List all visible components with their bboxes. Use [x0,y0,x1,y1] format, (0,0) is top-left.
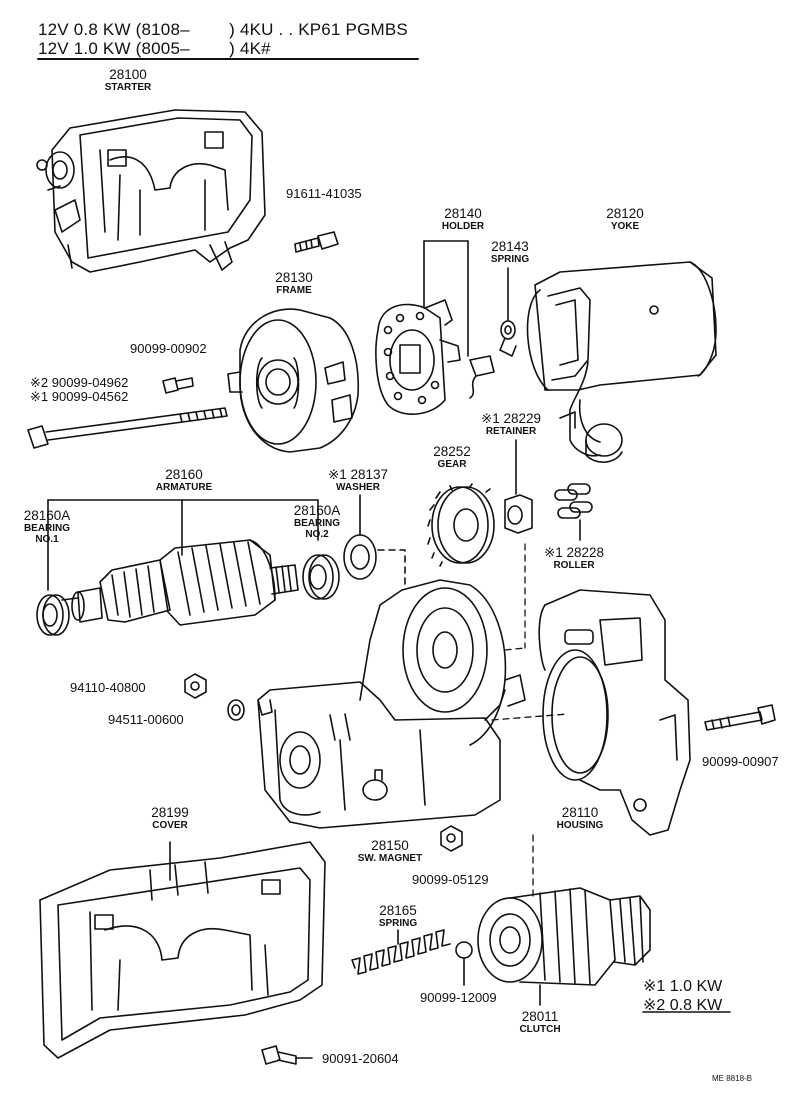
label-frame[interactable]: 28130 FRAME [275,270,313,296]
through-bolt-drawing [28,408,227,448]
clutch-drawing [478,888,650,1005]
bolt-90099-00907-drawing [705,705,775,730]
ball-drawing [456,942,472,985]
label-90099-04962[interactable]: ※2 90099-04962 [30,375,129,390]
drawing-code: ME 8818-B [712,1074,753,1083]
label-starter[interactable]: 28100 STARTER [104,67,152,93]
label-90099-00907[interactable]: 90099-00907 [702,754,779,769]
cover-drawing [40,842,325,1058]
label-bearing-no2[interactable]: 28160A BEARING NO.2 [293,503,341,540]
label-90099-12009[interactable]: 90099-12009 [420,990,497,1005]
header-line-1: 12V 0.8 KW (8108– ) 4KU . . KP61 PGMBS [38,20,408,39]
legend-item-2: ※2 0.8 KW [643,997,723,1014]
spring-28165-drawing [352,930,450,974]
label-spring-28165[interactable]: 28165 SPRING [378,903,418,929]
gear-drawing [428,484,494,566]
label-90091-20604[interactable]: 90091-20604 [322,1051,399,1066]
nut-90099-05129-drawing [441,826,462,851]
washer-94511-drawing [228,700,244,720]
label-cover[interactable]: 28199 COVER [151,805,189,831]
label-bearing-no1[interactable]: 28160A BEARING NO.1 [23,508,71,545]
screw-90099-00902-drawing [163,378,193,393]
bolt-91611-drawing [295,232,338,252]
label-retainer[interactable]: ※1 28229 RETAINER [480,411,542,437]
washer-28137-drawing [344,495,405,585]
label-90099-00902[interactable]: 90099-00902 [130,341,207,356]
holder-drawing [376,241,494,414]
label-roller[interactable]: ※1 28228 ROLLER [543,545,605,571]
label-yoke[interactable]: 28120 YOKE [606,206,644,232]
label-clutch[interactable]: 28011 CLUTCH [519,1009,561,1035]
label-spring-28143[interactable]: 28143 SPRING [490,239,530,265]
label-gear[interactable]: 28252 GEAR [433,444,471,470]
spring-28143-drawing [500,268,516,356]
label-90099-05129[interactable]: 90099-05129 [412,872,489,887]
frame-drawing [228,309,358,452]
yoke-drawing [528,262,716,462]
label-90099-04562[interactable]: ※1 90099-04562 [30,389,129,404]
bearing-no1-drawing [37,595,69,635]
bearing-no2-drawing [303,555,339,599]
retainer-drawing [505,440,532,533]
label-armature[interactable]: 28160 ARMATURE [155,467,213,493]
starter-drawing [37,110,265,272]
armature-drawing [48,500,318,625]
screw-90091-drawing [262,1046,312,1064]
label-washer-28137[interactable]: ※1 28137 WASHER [327,467,389,493]
header-line-2: 12V 1.0 KW (8005– ) 4K# [38,39,271,58]
label-sw-magnet[interactable]: 28150 SW. MAGNET [357,838,423,864]
rollers-drawing [555,484,592,540]
label-91611-41035[interactable]: 91611-41035 [286,186,362,201]
label-94110-40800[interactable]: 94110-40800 [70,680,146,695]
label-94511-00600[interactable]: 94511-00600 [108,712,184,727]
label-holder[interactable]: 28140 HOLDER [441,206,485,232]
label-housing[interactable]: 28110 HOUSING [556,805,604,831]
drive-assembly-drawing [258,580,525,828]
housing-drawing [539,590,690,835]
nut-94110-drawing [185,674,206,698]
alignment-lines [492,544,568,900]
legend-item-1: ※1 1.0 KW [643,978,723,995]
